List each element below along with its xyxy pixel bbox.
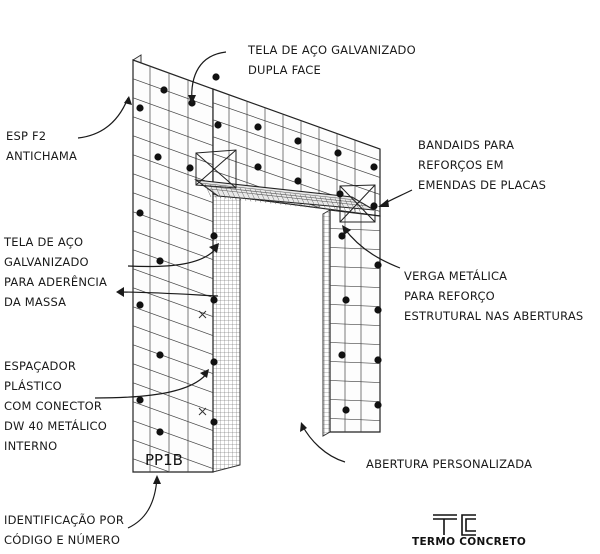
spacer-dot [374, 356, 382, 364]
plastic-spacer-dots [136, 73, 382, 436]
mesh-line [133, 301, 213, 341]
spacer-dot [370, 163, 378, 171]
spacer-dot [336, 190, 344, 198]
mesh-line [133, 73, 213, 113]
spacer-dot [154, 153, 162, 161]
mesh-line [330, 246, 380, 251]
arrow-esp-f2 [77, 97, 129, 139]
label-tela-dupla-face: TELA DE AÇO GALVANIZADO DUPLA FACE [248, 43, 416, 77]
mesh-line [133, 415, 213, 455]
mesh-line [133, 168, 213, 208]
mesh-line [133, 434, 213, 472]
mesh-line [330, 284, 380, 289]
mesh-line [330, 417, 380, 422]
spacer-dot [370, 202, 378, 210]
spacer-dot [374, 261, 382, 269]
spacer-dot [156, 257, 164, 265]
mesh-line [133, 92, 213, 132]
label-bandaids: BANDAIDS PARA REFORÇOS EM EMENDAS DE PLA… [418, 138, 547, 192]
spacer-dot [210, 296, 218, 304]
panel-code: PP1B [145, 451, 183, 469]
arrow-espacador [94, 371, 209, 399]
spacer-dot [214, 121, 222, 129]
spacer-dot [160, 86, 168, 94]
spacer-dot [342, 406, 350, 414]
spacer-dot [334, 149, 342, 157]
metal-lintel [194, 179, 375, 215]
spacer-dot [136, 396, 144, 404]
opening-right-jamb [322, 209, 331, 437]
label-espacador: ESPAÇADOR PLÁSTICO COM CONECTOR DW 40 ME… [4, 359, 108, 453]
mesh-line [330, 341, 380, 346]
mesh-line [133, 377, 213, 417]
arrow-tela-aderencia-in [127, 245, 219, 268]
spacer-dot [136, 209, 144, 217]
mesh-line [133, 187, 213, 227]
mesh-line [133, 244, 213, 284]
arrow-tela-dupla-face [191, 51, 227, 103]
arrow-identificacao [127, 477, 158, 529]
arrow-heads [116, 95, 389, 484]
tc-monogram-icon [433, 514, 476, 536]
mesh-line [133, 111, 213, 151]
mesh-line [133, 225, 213, 265]
mesh-line [133, 320, 213, 360]
label-esp-f2: ESP F2 ANTICHAMA [6, 129, 78, 163]
spacer-dot [136, 104, 144, 112]
spacer-dot [374, 401, 382, 409]
mesh-line [213, 116, 380, 182]
mesh-line [213, 99, 380, 165]
spacer-dot [210, 232, 218, 240]
spacer-dot [186, 164, 194, 172]
mesh-line [213, 133, 380, 199]
spacer-dot [338, 232, 346, 240]
brand-name: TERMO CONCRETO [412, 536, 527, 548]
mesh-line [330, 227, 380, 232]
mesh-line [133, 396, 213, 436]
spacer-dot [210, 358, 218, 366]
panel-body: PP1B [132, 54, 382, 473]
connector-x-marks [198, 310, 207, 416]
arrow-tela-aderencia-out [117, 291, 219, 297]
label-tela-aderencia: TELA DE AÇO GALVANIZADO PARA ADERÊNCIA D… [4, 235, 108, 309]
arrow-verga [343, 227, 401, 269]
spacer-dot [254, 123, 262, 131]
spacer-dot [210, 418, 218, 426]
spacer-dot [294, 137, 302, 145]
mesh-line [330, 322, 380, 327]
spacer-dot [156, 351, 164, 359]
mesh-line [133, 453, 213, 472]
spacer-dot [342, 296, 350, 304]
spacer-dot [136, 301, 144, 309]
label-abertura: ABERTURA PERSONALIZADA [366, 457, 533, 471]
label-verga: VERGA METÁLICA PARA REFORÇO ESTRUTURAL N… [404, 269, 584, 323]
spacer-dot [338, 351, 346, 359]
mesh-line [133, 358, 213, 398]
spacer-dot [294, 177, 302, 185]
spacer-dot [374, 306, 382, 314]
bandaid-reinforcement-left [195, 149, 237, 189]
spacer-dot [212, 73, 220, 81]
label-identificacao: IDENTIFICAÇÃO POR CÓDIGO E NÚMERO [4, 513, 125, 547]
mesh-line [133, 282, 213, 322]
bandaid-reinforcement-right [339, 184, 376, 223]
spacer-dot [254, 163, 262, 171]
spacer-dot [156, 428, 164, 436]
panel-right-leg [329, 209, 381, 433]
mesh-line [330, 379, 380, 384]
